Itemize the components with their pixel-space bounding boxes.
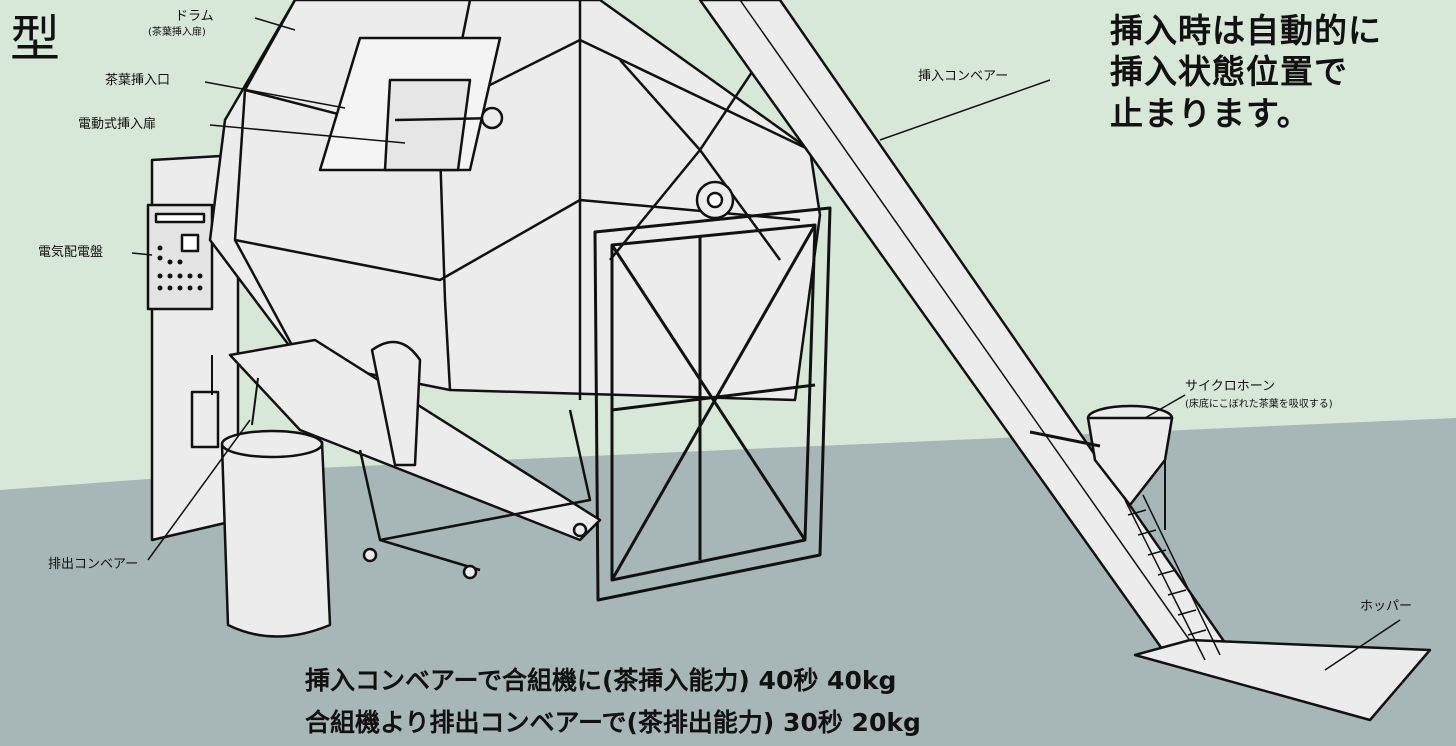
electric-door-label: 電動式挿入扉 xyxy=(78,117,157,132)
capacity-line-1: 挿入コンベアーで合組機に(茶挿入能力) 40秒 40kg xyxy=(305,666,897,695)
discharge-conveyor-label: 排出コンベアー xyxy=(48,557,139,572)
model-type-label: 型 xyxy=(10,10,60,68)
electric-door xyxy=(383,78,472,172)
drum-sublabel: (茶葉挿入扉) xyxy=(148,27,206,38)
drum-label: ドラム xyxy=(175,9,214,24)
hopper xyxy=(1133,638,1432,722)
collection-bag xyxy=(190,355,332,638)
hopper-label: ホッパー xyxy=(1360,599,1413,614)
front-frame xyxy=(593,206,832,602)
notice-line: 止まります。 xyxy=(1110,93,1311,133)
capacity-line-2: 合組機より排出コンベアーで(茶排出能力) 30秒 20kg xyxy=(305,708,921,737)
electric-panel-label: 電気配電盤 xyxy=(38,245,104,260)
tea-inlet-label: 茶葉挿入口 xyxy=(105,73,171,88)
cyclone-sublabel: (床底にこぼれた茶葉を吸収する) xyxy=(1185,399,1333,410)
leader-lines xyxy=(131,17,1401,671)
cyclone xyxy=(1029,404,1174,530)
cyclone-label: サイクロホーン xyxy=(1185,379,1276,394)
notice-line: 挿入状態位置で xyxy=(1110,52,1348,92)
insertion-conveyor-label: 挿入コンベアー xyxy=(918,69,1009,84)
cart xyxy=(358,340,592,580)
notice-text: 挿入時は自動的に 挿入状態位置で 止まります。 xyxy=(1110,10,1382,134)
conveyor-ladder xyxy=(1124,494,1221,661)
electric-panel xyxy=(146,203,214,311)
notice-line: 挿入時は自動的に xyxy=(1110,11,1382,50)
